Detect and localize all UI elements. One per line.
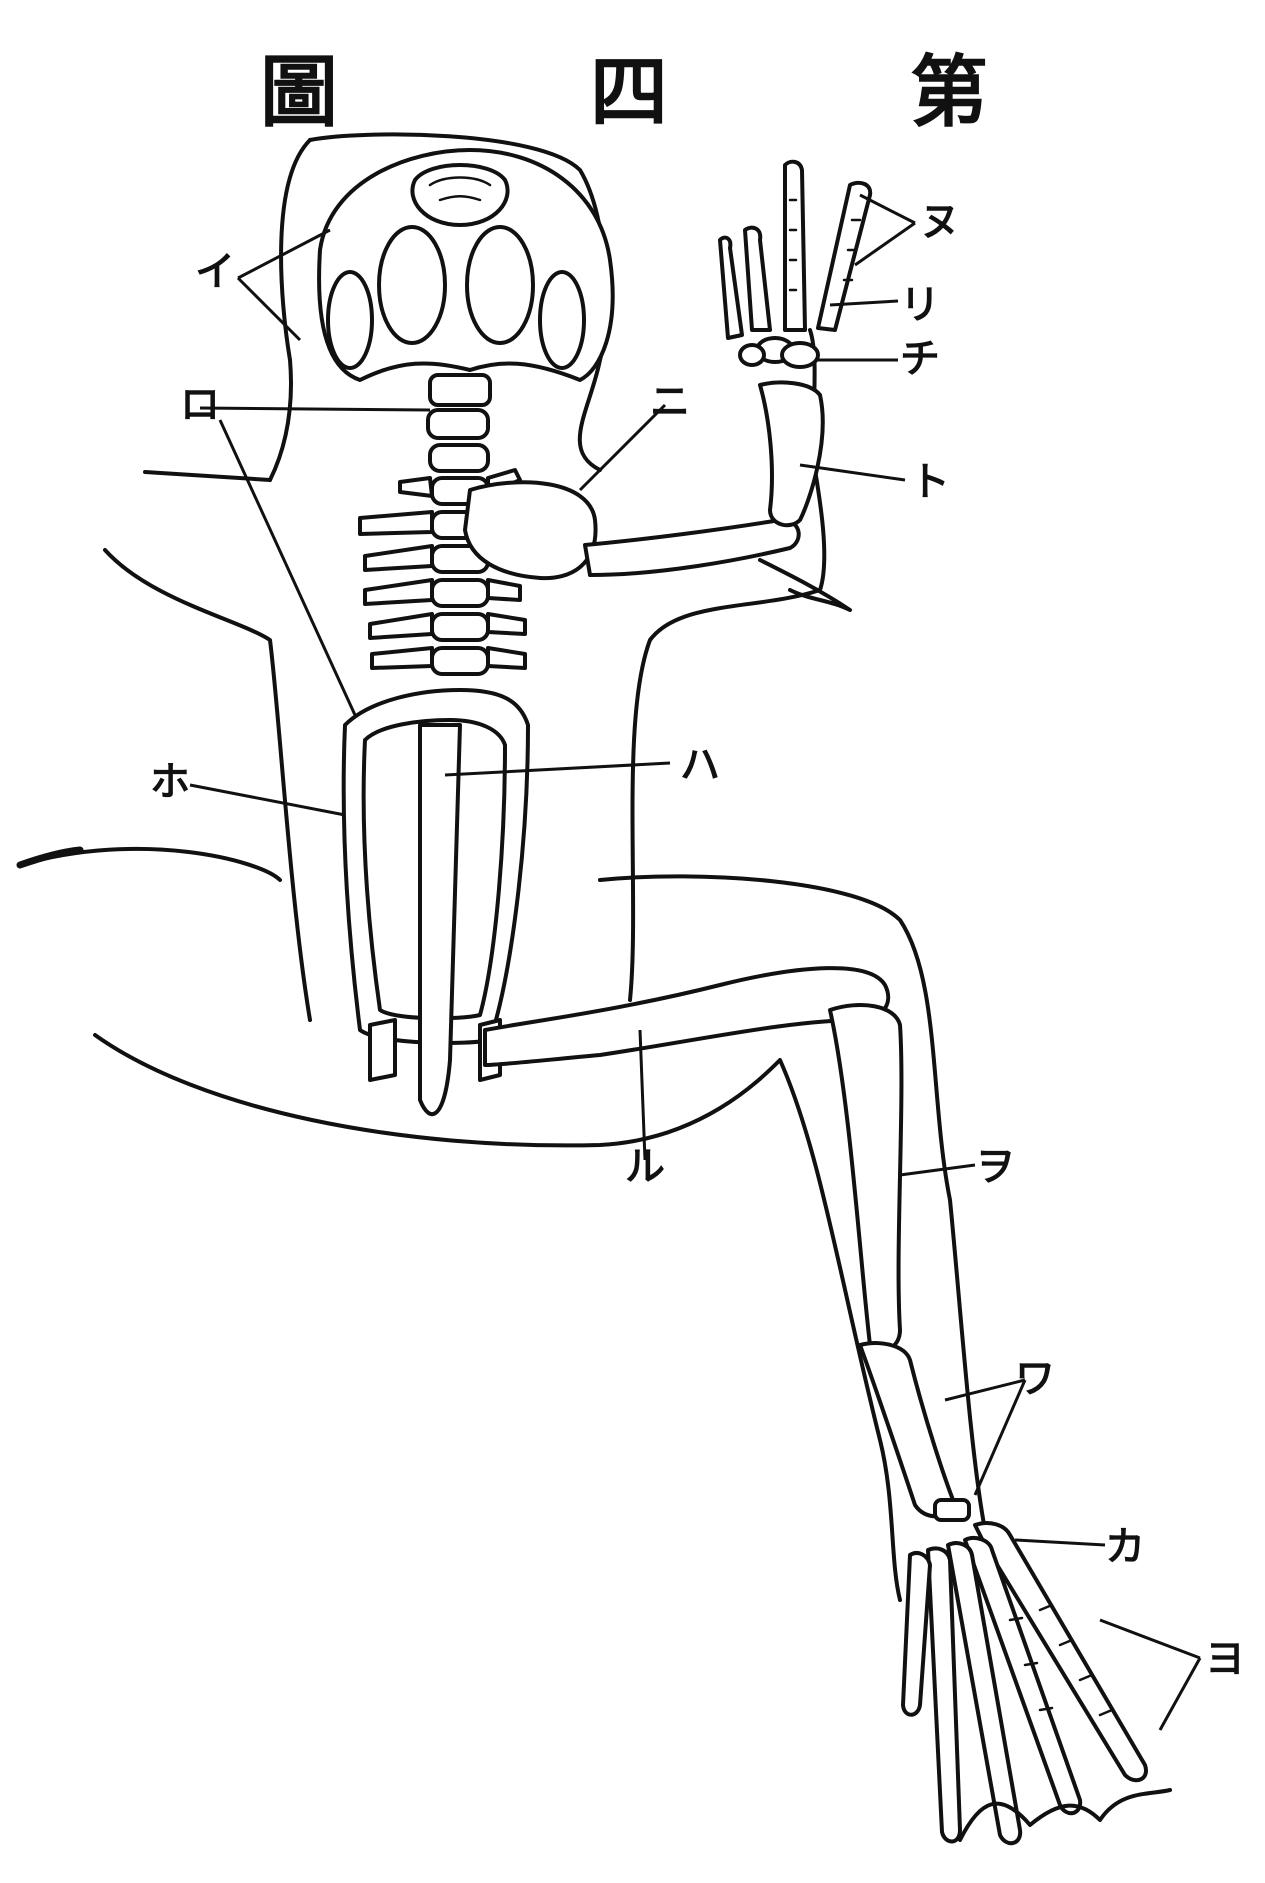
label-nu: ヌ xyxy=(920,199,960,245)
label-i: イ xyxy=(195,249,235,295)
label-ka: カ xyxy=(1105,1524,1145,1570)
label-to: ト xyxy=(910,459,950,505)
label-ha: ハ xyxy=(680,742,720,788)
skull xyxy=(319,150,613,405)
leader-lines xyxy=(190,195,1200,1730)
label-yo: ヨ xyxy=(1205,1636,1245,1682)
label-ho: ホ xyxy=(150,759,190,805)
label-ri: リ xyxy=(900,282,940,328)
label-chi: チ xyxy=(900,336,940,382)
label-ru: ル xyxy=(625,1144,665,1190)
hindlimb xyxy=(485,968,1170,1843)
label-ro: ロ xyxy=(180,382,220,428)
label-wo: ヲ xyxy=(975,1144,1015,1190)
label-ni: ニ xyxy=(650,379,690,425)
forelimb xyxy=(585,162,870,575)
label-wa: ワ xyxy=(1015,1356,1055,1402)
